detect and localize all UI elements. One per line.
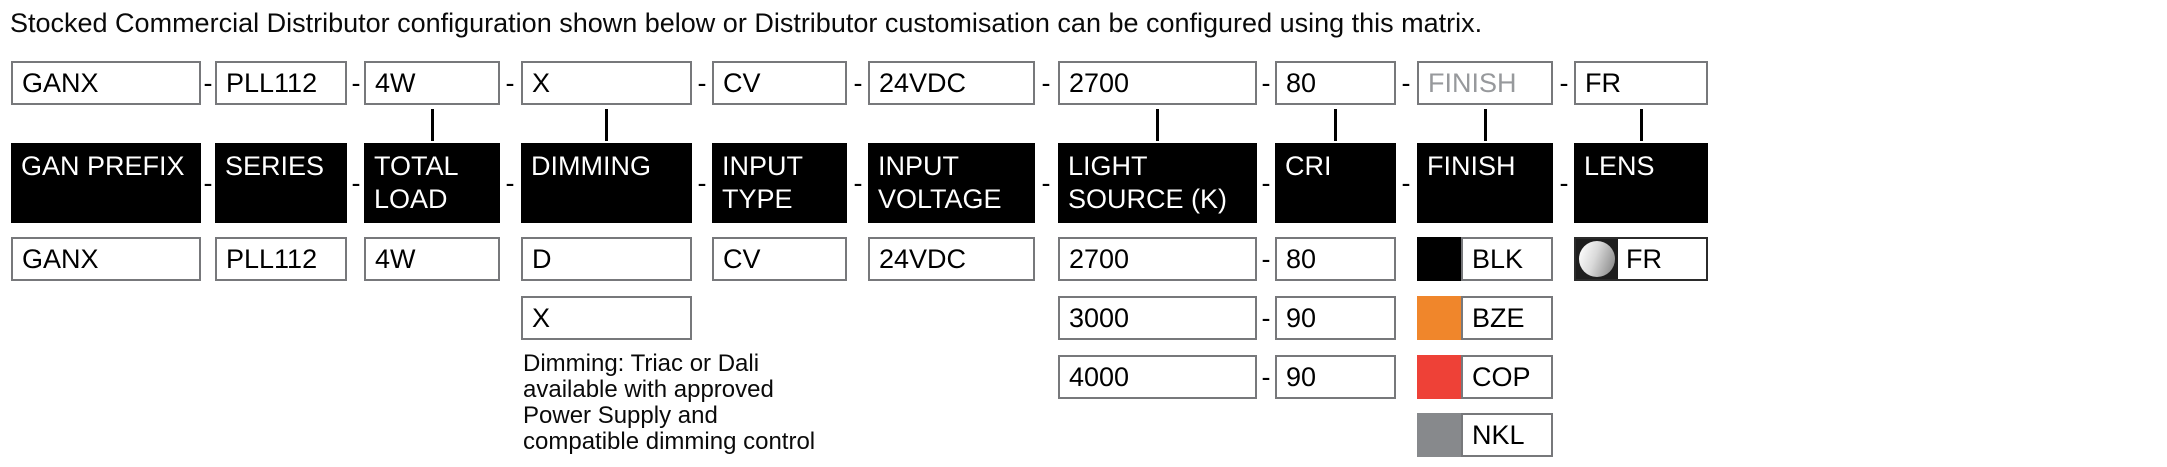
finish-swatch-blk-icon	[1417, 237, 1461, 281]
separator-dash: -	[697, 67, 707, 98]
option-series-pll112: PLL112	[215, 237, 347, 281]
option-cri-90b: 90	[1275, 355, 1396, 399]
finish-swatch-bze-icon	[1417, 296, 1461, 340]
finish-code-blk: BLK	[1461, 237, 1553, 281]
finish-option-cop: COP	[1417, 355, 1553, 399]
lens-option-fr: FR	[1574, 237, 1708, 281]
separator-dash: -	[203, 167, 213, 198]
dimming-note-line: available with approved	[523, 376, 774, 403]
separator-dash: -	[1261, 167, 1271, 198]
code-box-total-load: 4W	[364, 61, 500, 105]
separator-dash: -	[1559, 67, 1569, 98]
header-light-source: LIGHT SOURCE (K)	[1058, 143, 1257, 223]
code-box-finish-placeholder: FINISH	[1417, 61, 1553, 105]
separator-dash: -	[853, 67, 863, 98]
lens-code-fr: FR	[1626, 243, 1662, 274]
finish-option-blk: BLK	[1417, 237, 1553, 281]
finish-option-bze: BZE	[1417, 296, 1553, 340]
header-gan-prefix: GAN PREFIX	[11, 143, 201, 223]
code-box-input-type: CV	[712, 61, 847, 105]
option-input-type-cv: CV	[712, 237, 847, 281]
dimming-note-line: Power Supply and	[523, 402, 718, 429]
option-dimming-x: X	[521, 296, 692, 340]
separator-dash: -	[1041, 67, 1051, 98]
code-box-input-voltage: 24VDC	[868, 61, 1035, 105]
header-series: SERIES	[215, 143, 347, 223]
separator-dash: -	[1261, 67, 1271, 98]
page-title: Stocked Commercial Distributor configura…	[10, 8, 1483, 38]
separator-dash: -	[1401, 67, 1411, 98]
separator-dash: -	[505, 67, 515, 98]
connector-line	[1640, 109, 1643, 141]
code-box-dimming: X	[521, 61, 692, 105]
separator-dash: -	[1261, 302, 1271, 333]
separator-dash: -	[351, 67, 361, 98]
code-box-series: PLL112	[215, 61, 347, 105]
separator-dash: -	[1261, 243, 1271, 274]
lens-sphere-icon	[1576, 239, 1618, 279]
option-cri-80: 80	[1275, 237, 1396, 281]
separator-dash: -	[1559, 167, 1569, 198]
option-light-source-4000: 4000	[1058, 355, 1257, 399]
finish-code-cop: COP	[1461, 355, 1553, 399]
connector-line	[1156, 109, 1159, 141]
dimming-note-line: Dimming: Triac or Dali	[523, 350, 760, 377]
option-light-source-2700: 2700	[1058, 237, 1257, 281]
finish-swatch-nkl-icon	[1417, 413, 1461, 457]
separator-dash: -	[1401, 167, 1411, 198]
separator-dash: -	[853, 167, 863, 198]
separator-dash: -	[697, 167, 707, 198]
finish-code-bze: BZE	[1461, 296, 1553, 340]
option-light-source-3000: 3000	[1058, 296, 1257, 340]
header-input-voltage: INPUT VOLTAGE	[868, 143, 1035, 223]
header-input-type: INPUT TYPE	[712, 143, 847, 223]
header-dimming: DIMMING	[521, 143, 692, 223]
connector-line	[1334, 109, 1337, 141]
header-total-load: TOTAL LOAD	[364, 143, 500, 223]
option-dimming-d: D	[521, 237, 692, 281]
option-total-load-4w: 4W	[364, 237, 500, 281]
separator-dash: -	[1261, 361, 1271, 392]
connector-line	[605, 109, 608, 141]
connector-line	[1484, 109, 1487, 141]
code-box-gan-prefix: GANX	[11, 61, 201, 105]
separator-dash: -	[1041, 167, 1051, 198]
header-cri: CRI	[1275, 143, 1396, 223]
connector-line	[431, 109, 434, 141]
separator-dash: -	[505, 167, 515, 198]
finish-option-nkl: NKL	[1417, 413, 1553, 457]
code-box-lens: FR	[1574, 61, 1708, 105]
option-input-voltage-24vdc: 24VDC	[868, 237, 1035, 281]
code-box-light-source: 2700	[1058, 61, 1257, 105]
finish-code-nkl: NKL	[1461, 413, 1553, 457]
option-cri-90: 90	[1275, 296, 1396, 340]
separator-dash: -	[351, 167, 361, 198]
dimming-note-line: compatible dimming control	[523, 428, 816, 455]
dimming-note: Dimming: Triac or Dali available with ap…	[523, 351, 815, 455]
finish-swatch-cop-icon	[1417, 355, 1461, 399]
header-finish: FINISH	[1417, 143, 1553, 223]
separator-dash: -	[203, 67, 213, 98]
option-gan-prefix-ganx: GANX	[11, 237, 201, 281]
code-box-cri: 80	[1275, 61, 1396, 105]
header-lens: LENS	[1574, 143, 1708, 223]
